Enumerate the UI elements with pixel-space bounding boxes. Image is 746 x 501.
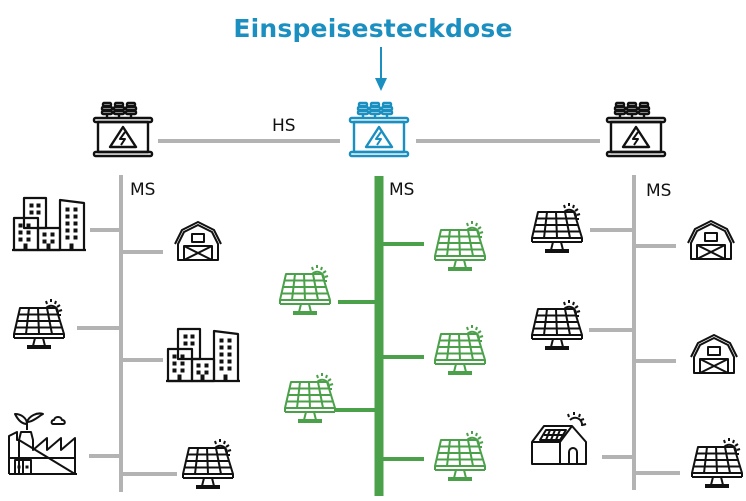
factory-icon [8,412,78,475]
solar-panel-icon [434,324,486,375]
barn-icon [174,221,222,261]
buildings-icon [164,327,242,383]
barn-icon [690,334,738,374]
solar-panel-icon [434,430,486,481]
solar-panel-icon [284,372,336,423]
solar-panel-icon [531,299,583,350]
solar-panel-icon [434,220,486,271]
arrow-down-icon [375,47,387,91]
solar-panel-icon [531,202,583,253]
solar-panel-icon [13,298,65,349]
barn-icon [687,220,735,260]
ms-label-right: MS [646,181,672,201]
solar-panel-icon [691,437,743,488]
buildings-icon [10,196,88,252]
transformer-icon [92,101,154,158]
ms-label-left: MS [130,180,156,200]
solar-panel-icon [182,438,234,489]
transformer-icon [348,101,410,158]
ms-label-center: MS [389,180,415,200]
solar-house-icon [531,411,587,465]
ms-line-left [77,175,177,492]
ms-line-right [589,175,680,490]
transformer-icon [605,101,667,158]
solar-panel-icon [279,264,331,315]
ms-line-center [334,176,424,496]
diagram-title: Einspeisesteckdose [233,14,513,43]
hs-label: HS [272,116,296,136]
